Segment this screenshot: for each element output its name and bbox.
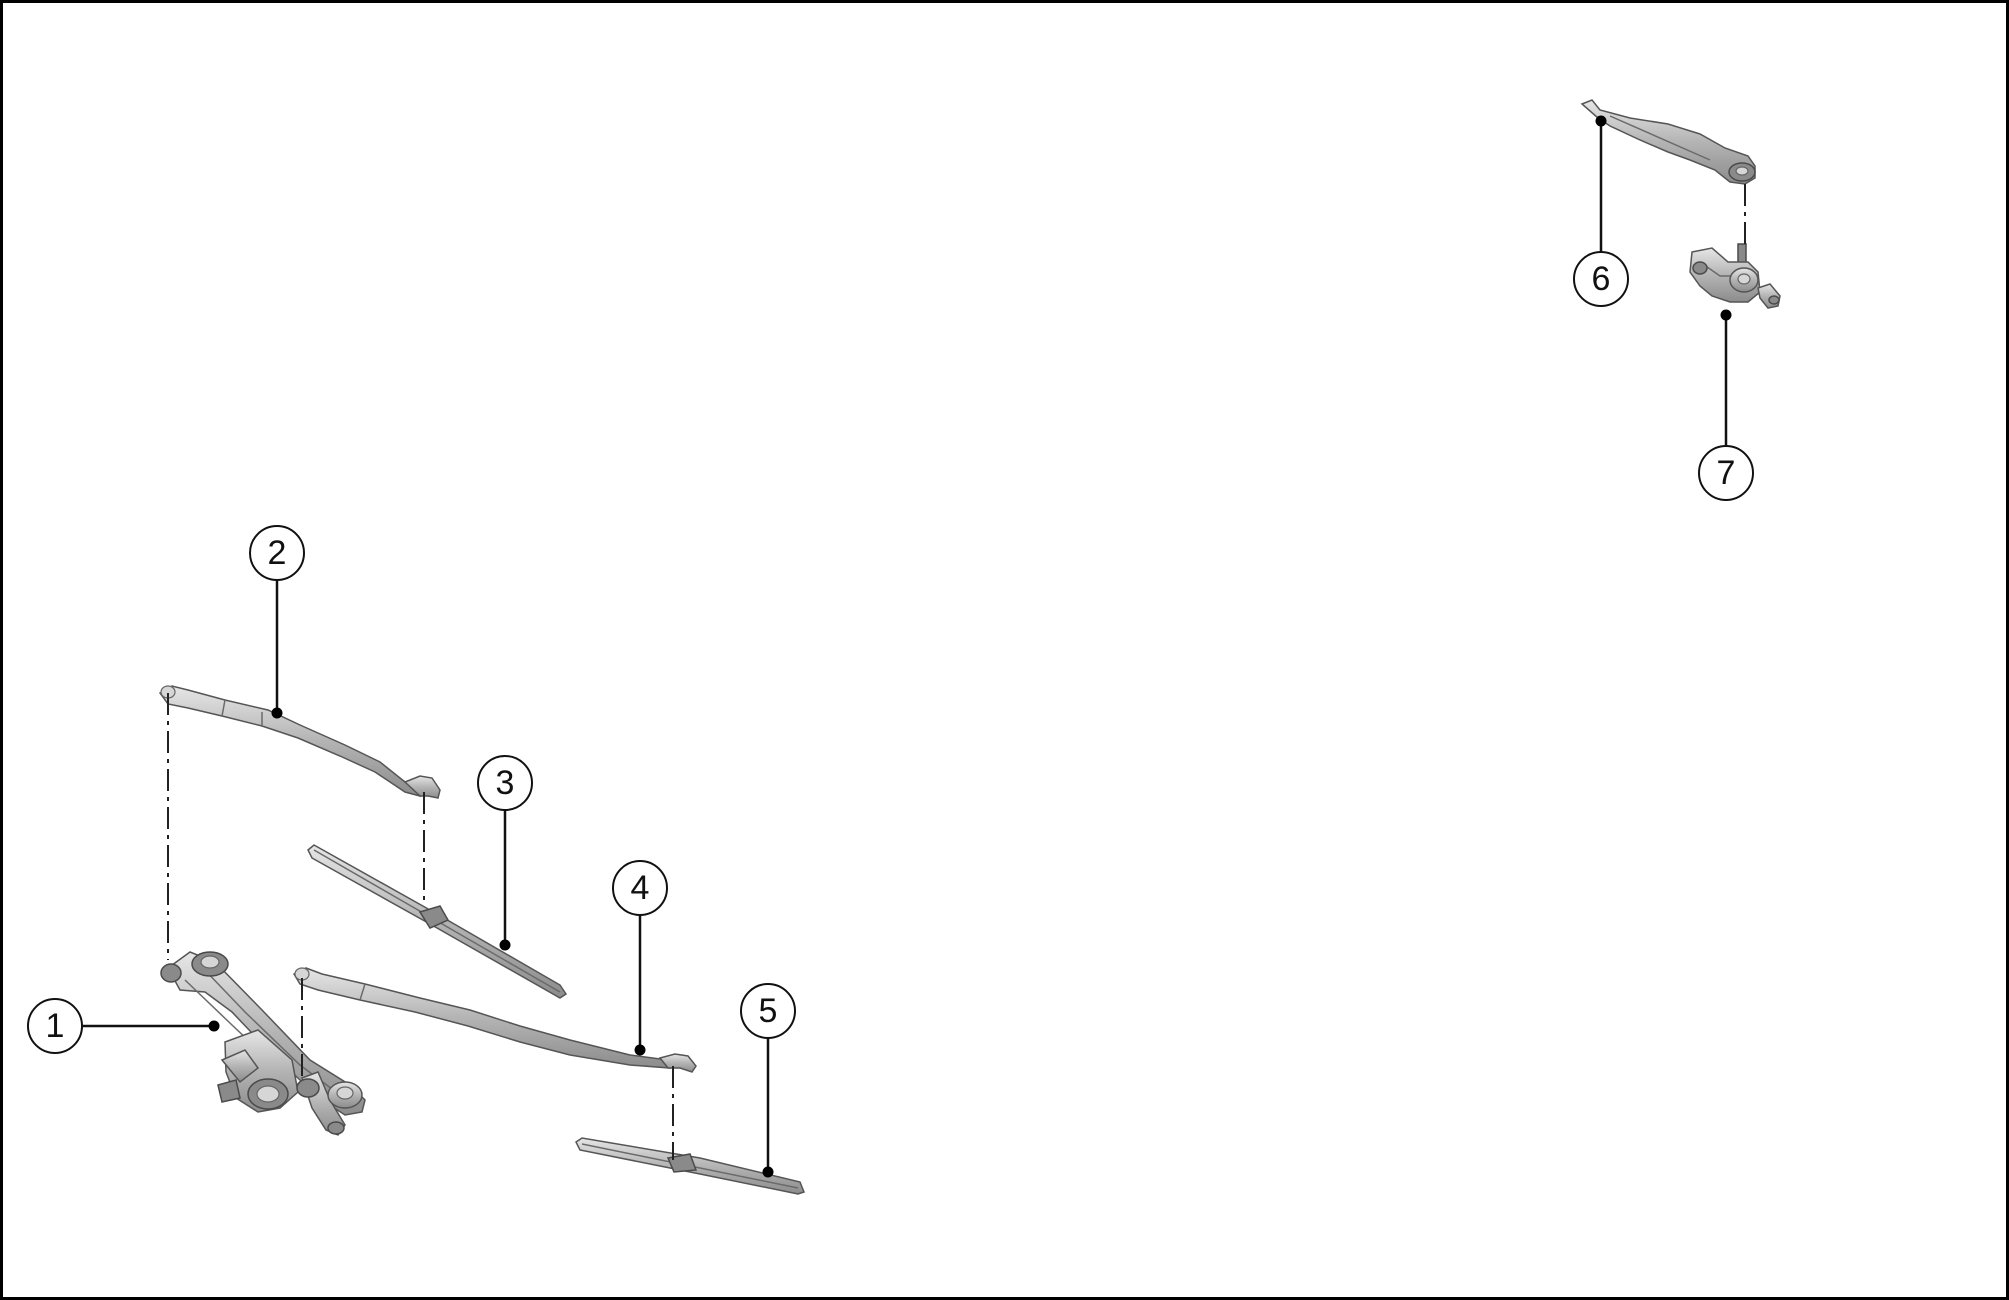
callout-3: 3 [477,755,533,811]
callout-5: 5 [740,983,796,1039]
callout-6-label: 6 [1592,260,1611,298]
callout-2-label: 2 [268,534,287,572]
callout-7-label: 7 [1717,454,1736,492]
wiper-arm-icon [158,685,441,799]
leader-lines [76,115,1732,1178]
callout-3-label: 3 [496,764,515,802]
callout-4-label: 4 [631,869,650,907]
rear-wiper-arm-icon [1580,99,1756,185]
callout-1: 1 [27,998,83,1054]
callout-1-label: 1 [46,1007,65,1045]
wiper-blade-icon [575,1137,805,1195]
rear-wiper-motor-icon [1689,243,1781,309]
wiper-arm-icon [292,967,697,1073]
callout-5-label: 5 [759,992,778,1030]
callout-2: 2 [249,525,305,581]
callout-6: 6 [1573,251,1629,307]
assembly-lines [167,184,1746,1160]
callout-4: 4 [612,860,668,916]
wiper-blade-icon [307,844,568,999]
callout-7: 7 [1698,445,1754,501]
wiper-motor-linkage-icon [160,951,366,1136]
